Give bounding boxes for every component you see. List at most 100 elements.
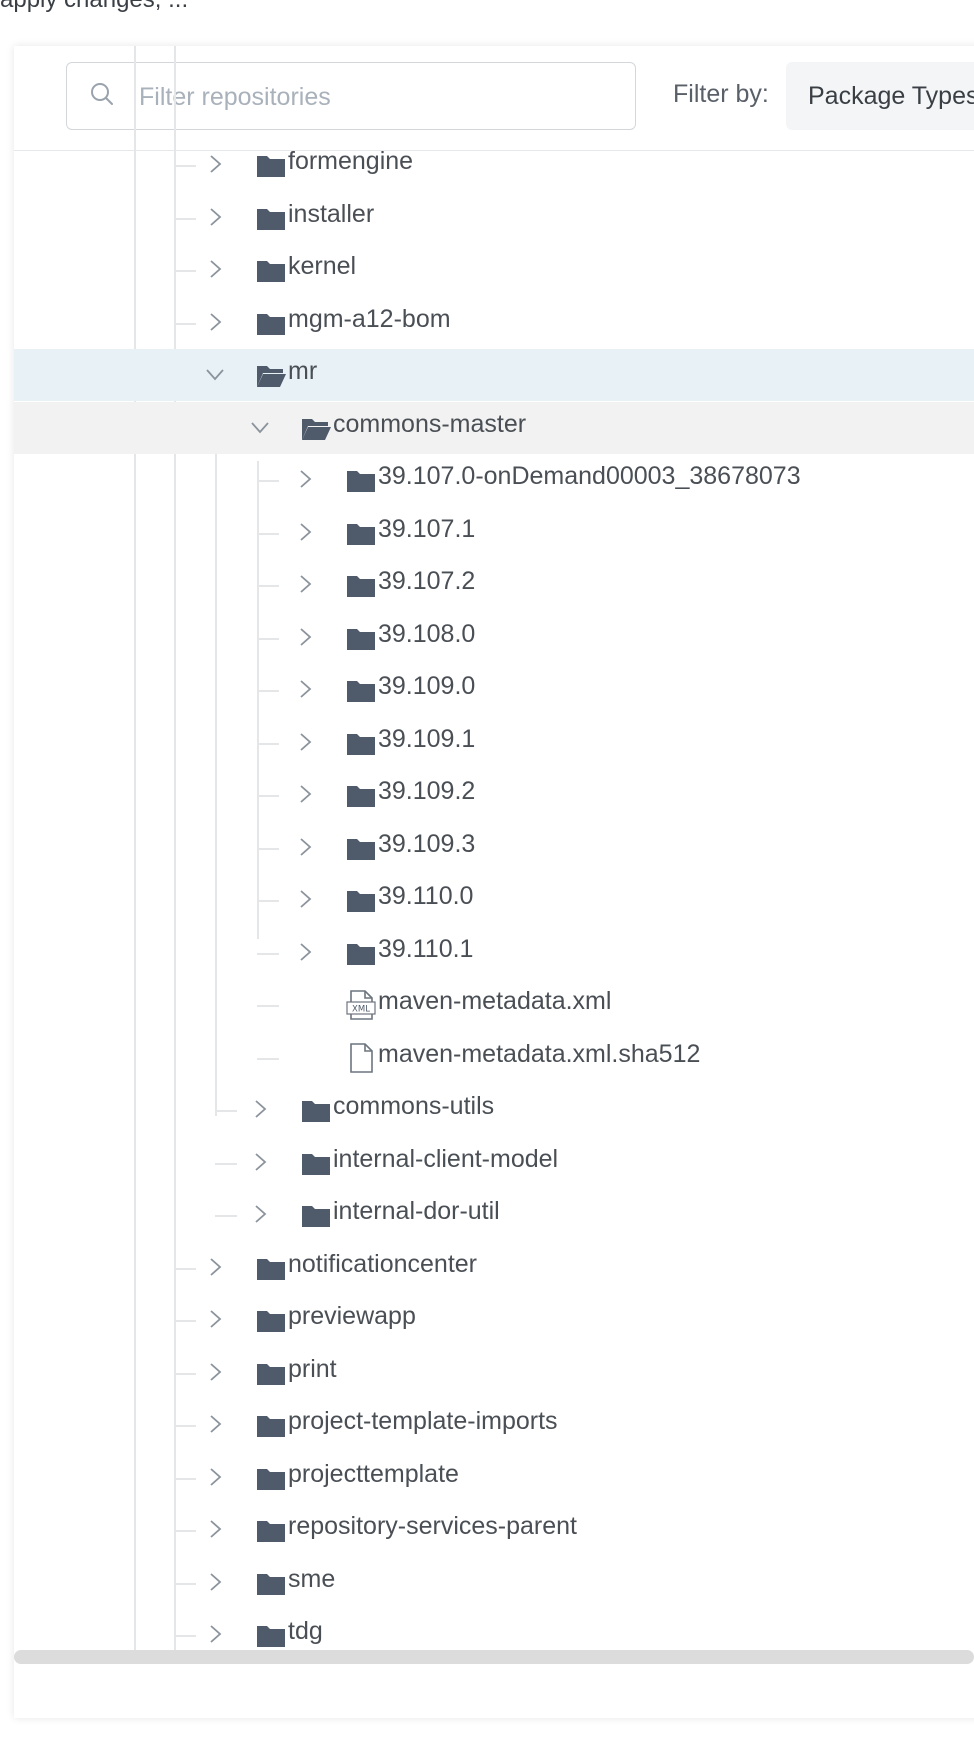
search-input[interactable] xyxy=(137,73,621,121)
chevron-right-icon[interactable] xyxy=(204,1466,226,1488)
tree-item-label: kernel xyxy=(288,252,357,280)
tree-guide-branch xyxy=(174,1267,196,1270)
folder-icon xyxy=(257,1258,285,1280)
chevron-right-icon[interactable] xyxy=(204,1571,226,1593)
tree-folder-row[interactable]: 39.109.3 xyxy=(14,822,974,874)
tree-guide-branch xyxy=(174,1425,196,1427)
chevron-right-icon[interactable] xyxy=(294,731,316,753)
tree-folder-row[interactable]: notificationcenter xyxy=(14,1242,974,1294)
tree-folder-row[interactable]: mr xyxy=(14,349,974,401)
tree-folder-row[interactable]: commons-utils xyxy=(14,1084,974,1136)
tree-folder-row[interactable]: kernel xyxy=(14,244,974,296)
chevron-right-icon[interactable] xyxy=(249,1151,271,1173)
folder-icon xyxy=(347,628,375,650)
chevron-down-icon[interactable] xyxy=(249,416,271,438)
tree-guide-branch xyxy=(174,1635,196,1637)
tree-folder-row[interactable]: repository-services-parent xyxy=(14,1504,974,1556)
tree-guide-branch xyxy=(257,952,279,955)
tree-folder-row[interactable]: 39.107.1 xyxy=(14,507,974,559)
tree-item-label: maven-metadata.xml xyxy=(378,987,612,1015)
chevron-right-icon[interactable] xyxy=(204,1518,226,1540)
tree-folder-row[interactable]: installer xyxy=(14,192,974,244)
folder-icon xyxy=(257,1626,285,1647)
folder-icon xyxy=(257,1416,285,1437)
tree-item-label: 39.107.2 xyxy=(378,567,476,595)
tree-folder-row[interactable]: 39.109.1 xyxy=(14,717,974,769)
chevron-right-icon[interactable] xyxy=(294,626,316,648)
tree-item-label: internal-client-model xyxy=(333,1144,559,1173)
tree-folder-row[interactable]: 39.107.2 xyxy=(14,559,974,611)
chevron-right-icon[interactable] xyxy=(294,678,316,700)
page-top-text: apply changes, ... xyxy=(0,0,188,14)
tree-folder-row[interactable]: 39.107.0-onDemand00003_38678073 xyxy=(14,454,974,506)
search-box[interactable] xyxy=(66,62,636,130)
tree-item-label: print xyxy=(288,1354,337,1383)
chevron-right-icon[interactable] xyxy=(204,1256,226,1278)
package-types-dropdown[interactable]: Package Types xyxy=(786,62,974,130)
tree-folder-row[interactable]: sme xyxy=(14,1557,974,1609)
tree-folder-row[interactable]: print xyxy=(14,1347,974,1399)
tree-folder-row[interactable]: internal-dor-util xyxy=(14,1189,974,1241)
chevron-right-icon[interactable] xyxy=(204,311,226,333)
tree-guide-branch xyxy=(174,217,196,220)
chevron-right-icon[interactable] xyxy=(204,1623,226,1645)
folder-icon xyxy=(257,156,285,177)
tree-item-label: tdg xyxy=(288,1617,323,1645)
chevron-right-icon[interactable] xyxy=(204,1361,226,1383)
tree-folder-row[interactable]: tdg xyxy=(14,1609,974,1661)
tree-folder-row[interactable]: projecttemplate xyxy=(14,1452,974,1504)
folder-icon xyxy=(347,576,375,597)
tree-item-label: mgm-a12-bom xyxy=(288,304,451,333)
tree-item-label: maven-metadata.xml.sha512 xyxy=(378,1039,701,1068)
folder-open-icon xyxy=(302,418,331,440)
tree-guide-branch xyxy=(215,1110,237,1112)
chevron-right-icon[interactable] xyxy=(204,206,226,228)
folder-open-icon xyxy=(257,366,286,387)
tree-folder-row[interactable]: 39.109.2 xyxy=(14,769,974,821)
tree-folder-row[interactable]: project-template-imports xyxy=(14,1399,974,1451)
chevron-right-icon[interactable] xyxy=(294,941,316,963)
folder-icon xyxy=(347,786,375,807)
tree-folder-row[interactable]: 39.110.0 xyxy=(14,874,974,926)
folder-icon xyxy=(347,733,375,755)
tree-guide-branch xyxy=(257,742,279,745)
chevron-right-icon[interactable] xyxy=(249,1203,271,1225)
chevron-right-icon[interactable] xyxy=(204,1308,226,1330)
tree-guide-branch xyxy=(174,1530,196,1532)
tree-folder-row[interactable]: 39.110.1 xyxy=(14,927,974,979)
tree-folder-row[interactable]: previewapp xyxy=(14,1294,974,1346)
tree-item-label: 39.109.3 xyxy=(378,829,476,858)
tree-item-label: mr xyxy=(288,357,318,385)
chevron-right-icon[interactable] xyxy=(294,888,316,910)
chevron-right-icon[interactable] xyxy=(204,153,226,175)
folder-icon xyxy=(257,1521,285,1542)
tree-guide-line xyxy=(134,46,136,1651)
tree-guide-branch xyxy=(215,1162,237,1165)
chevron-right-icon[interactable] xyxy=(204,1413,226,1435)
chevron-right-icon[interactable] xyxy=(294,573,316,595)
chevron-right-icon[interactable] xyxy=(294,468,316,490)
tree-guide-branch xyxy=(257,690,279,692)
tree-folder-row[interactable]: internal-client-model xyxy=(14,1137,974,1189)
chevron-right-icon[interactable] xyxy=(294,521,316,543)
chevron-down-icon[interactable] xyxy=(204,363,226,385)
tree-folder-row[interactable]: 39.108.0 xyxy=(14,612,974,664)
tree-folder-row[interactable]: commons-master xyxy=(14,401,974,454)
tree-file-row[interactable]: maven-metadata.xml.sha512 xyxy=(14,1032,974,1084)
chevron-right-icon[interactable] xyxy=(204,258,226,280)
tree-guide-branch xyxy=(174,270,196,272)
tree-folder-row[interactable]: mgm-a12-bom xyxy=(14,297,974,349)
chevron-right-icon[interactable] xyxy=(249,1098,271,1120)
chevron-right-icon[interactable] xyxy=(294,783,316,805)
folder-icon xyxy=(347,681,375,702)
tree-item-label: 39.109.1 xyxy=(378,724,476,753)
tree-item-label: projecttemplate xyxy=(288,1459,459,1488)
tree-guide-branch xyxy=(215,1215,237,1217)
horizontal-scrollbar[interactable] xyxy=(14,1650,974,1664)
chevron-right-icon[interactable] xyxy=(294,836,316,858)
tree-item-label: repository-services-parent xyxy=(288,1512,577,1540)
tree-folder-row[interactable]: 39.109.0 xyxy=(14,664,974,716)
tree-folder-row[interactable]: formengine xyxy=(14,139,974,191)
